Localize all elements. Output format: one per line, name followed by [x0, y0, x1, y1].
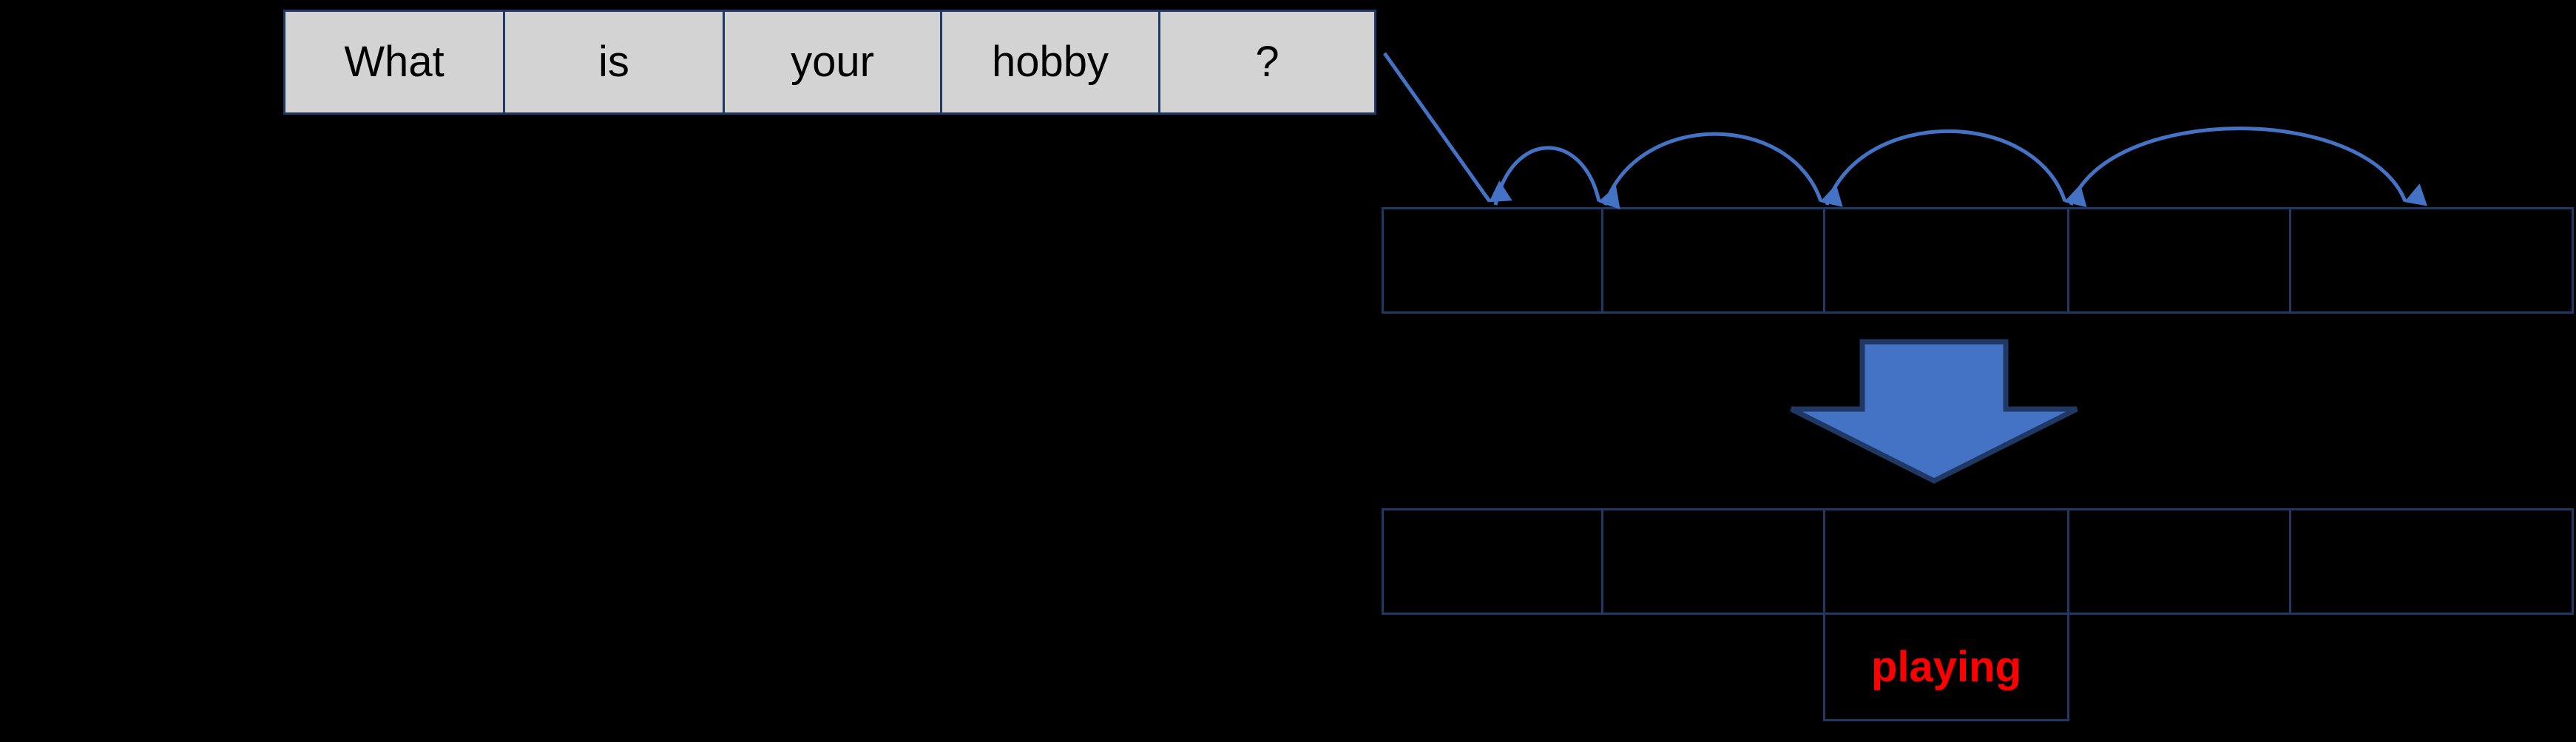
decoder-cell-1[interactable]: [1382, 508, 1603, 615]
decoder-cell-4[interactable]: [2067, 508, 2291, 615]
decoder-cell-2[interactable]: [1601, 508, 1825, 615]
decoder-cell-3[interactable]: [1823, 508, 2069, 615]
input-token-label-5: ?: [1255, 38, 1279, 86]
encoder-cell-2[interactable]: [1601, 207, 1825, 314]
input-token-label-4: hobby: [991, 38, 1109, 86]
input-token-label-2: is: [598, 38, 629, 86]
input-token-cell-1[interactable]: What: [283, 10, 505, 115]
input-token-cell-5[interactable]: ?: [1158, 10, 1376, 115]
encoder-hop-arc-2: [1603, 132, 1843, 207]
input-token-label-1: What: [344, 38, 444, 86]
input-token-cell-3[interactable]: your: [723, 10, 942, 115]
encoder-hop-arc-3: [1825, 129, 2087, 208]
predicted-word-box[interactable]: playing: [1823, 613, 2069, 721]
input-token-cell-4[interactable]: hobby: [940, 10, 1160, 115]
predicted-word-label: playing: [1870, 642, 2022, 691]
encoder-hop-arc-4: [2069, 127, 2427, 206]
encoder-cell-1[interactable]: [1382, 207, 1603, 314]
decoder-cell-5[interactable]: [2289, 508, 2574, 615]
input-token-cell-2[interactable]: is: [503, 10, 725, 115]
encoder-cell-4[interactable]: [2067, 207, 2291, 314]
encoder-cell-5[interactable]: [2289, 207, 2574, 314]
input-token-label-3: your: [791, 38, 874, 86]
encoder-to-decoder-arrow: [1790, 339, 2078, 484]
input-sentence-table: What is your hobby ?: [283, 10, 1376, 115]
decoder-table: [1382, 508, 2574, 615]
encoder-cell-3[interactable]: [1823, 207, 2069, 314]
input-to-encoder-line: [1382, 52, 1512, 203]
encoder-hop-arc-1: [1493, 146, 1620, 209]
encoder-table: [1382, 207, 2574, 314]
